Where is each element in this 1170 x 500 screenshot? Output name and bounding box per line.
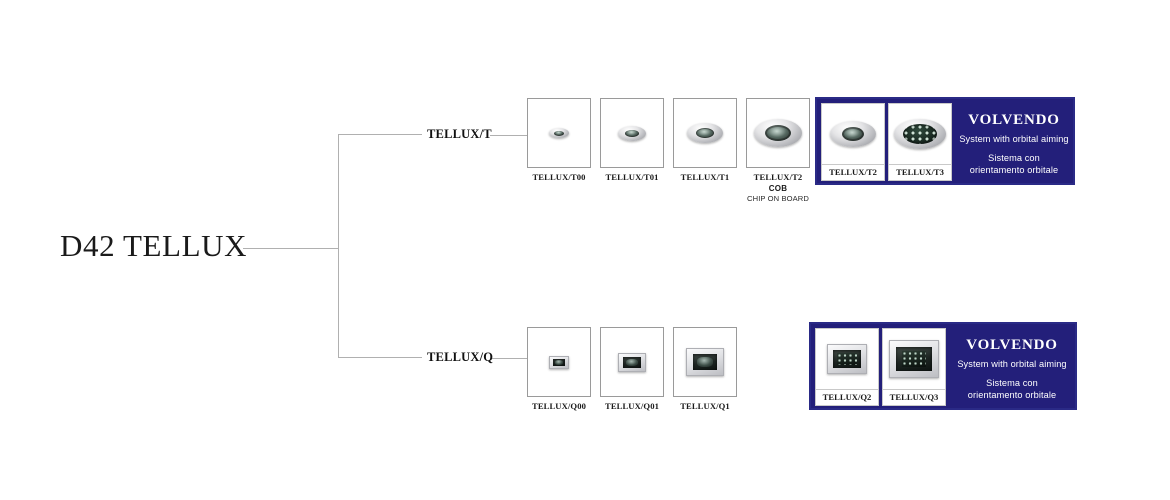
product-code: TELLUX/T2 xyxy=(753,172,803,182)
product-thumbnail-tellux-q00[interactable] xyxy=(527,327,591,397)
product-cell[interactable]: TELLUX/Q01 xyxy=(600,327,664,411)
product-code: TELLUX/Q01 xyxy=(604,401,659,411)
round-led-downlight-icon xyxy=(894,119,946,149)
branch-label-tellux-t: TELLUX/T xyxy=(427,127,492,141)
page-title: D42 TELLUX xyxy=(60,228,248,263)
volvendo-title: VOLVENDO xyxy=(966,337,1058,353)
product-code: TELLUX/Q00 xyxy=(531,401,586,411)
product-thumbnail-tellux-t2[interactable] xyxy=(746,98,810,168)
volvendo-text-block: VOLVENDO System with orbital aiming Sist… xyxy=(949,324,1075,401)
square-downlight-icon xyxy=(549,355,569,369)
square-downlight-icon xyxy=(686,348,724,376)
volvendo-subtitle-it-line1: Sistema con xyxy=(986,378,1038,388)
round-downlight-icon xyxy=(687,123,723,143)
product-thumbnail-tellux-q3-volvendo[interactable] xyxy=(882,328,946,390)
volvendo-subtitle-it-line1: Sistema con xyxy=(988,153,1040,163)
product-cell[interactable]: TELLUX/T1 xyxy=(673,98,737,182)
product-thumbnail-tellux-q1[interactable] xyxy=(673,327,737,397)
square-downlight-icon xyxy=(827,344,867,374)
product-code: TELLUX/T1 xyxy=(680,172,730,182)
product-cell[interactable]: TELLUX/T3 xyxy=(888,103,952,181)
product-code: TELLUX/Q1 xyxy=(680,401,730,411)
connector-branch-bottom xyxy=(338,357,422,358)
product-cell[interactable]: TELLUX/Q3 xyxy=(882,328,946,406)
product-code: TELLUX/T2 xyxy=(821,165,885,181)
product-code: TELLUX/T00 xyxy=(532,172,586,182)
square-downlight-icon xyxy=(889,340,939,378)
round-downlight-icon xyxy=(549,128,569,138)
product-cell[interactable]: TELLUX/Q2 xyxy=(815,328,879,406)
volvendo-thumbnails: TELLUX/T2 TELLUX/T3 xyxy=(817,99,955,181)
connector-branch-top xyxy=(338,134,422,135)
volvendo-panel-bottom[interactable]: TELLUX/Q2 TELLUX/Q3 VOLVENDO System with… xyxy=(809,322,1077,410)
product-thumbnail-tellux-q01[interactable] xyxy=(600,327,664,397)
product-thumbnail-tellux-t1[interactable] xyxy=(673,98,737,168)
volvendo-subtitle-it-line2: orientamento orbitale xyxy=(969,165,1059,175)
product-tag-cob: COB xyxy=(768,184,788,193)
connector-stub-bottom xyxy=(490,358,528,359)
connector-trunk xyxy=(243,248,339,249)
volvendo-text-block: VOLVENDO System with orbital aiming Sist… xyxy=(955,99,1073,176)
product-cell[interactable]: TELLUX/T2 COB CHIP ON BOARD xyxy=(746,98,810,203)
product-cell[interactable]: TELLUX/T01 xyxy=(600,98,664,182)
product-tag-cob-expansion: CHIP ON BOARD xyxy=(747,194,809,203)
product-code: TELLUX/T3 xyxy=(888,165,952,181)
product-thumbnail-tellux-t01[interactable] xyxy=(600,98,664,168)
volvendo-panel-top[interactable]: TELLUX/T2 TELLUX/T3 VOLVENDO System with… xyxy=(815,97,1075,185)
product-thumbnail-tellux-t3-volvendo[interactable] xyxy=(888,103,952,165)
product-code: TELLUX/T01 xyxy=(605,172,659,182)
branch-label-tellux-q: TELLUX/Q xyxy=(427,350,494,364)
product-thumbnail-tellux-q2-volvendo[interactable] xyxy=(815,328,879,390)
round-downlight-icon xyxy=(754,119,802,147)
volvendo-subtitle-it-line2: orientamento orbitale xyxy=(967,390,1057,400)
volvendo-subtitle-it: Sistema con orientamento orbitale xyxy=(949,377,1075,401)
product-thumbnail-tellux-t00[interactable] xyxy=(527,98,591,168)
volvendo-thumbnails: TELLUX/Q2 TELLUX/Q3 xyxy=(811,324,949,406)
product-cell[interactable]: TELLUX/Q1 xyxy=(673,327,737,411)
product-code: TELLUX/Q3 xyxy=(882,390,946,406)
volvendo-subtitle-it: Sistema con orientamento orbitale xyxy=(955,152,1073,176)
product-code: TELLUX/Q2 xyxy=(815,390,879,406)
connector-spine xyxy=(338,134,339,358)
round-downlight-icon xyxy=(618,125,646,141)
square-downlight-icon xyxy=(618,352,646,372)
round-downlight-icon xyxy=(830,121,876,147)
volvendo-title: VOLVENDO xyxy=(968,112,1060,128)
product-cell[interactable]: TELLUX/T2 xyxy=(821,103,885,181)
product-cell[interactable]: TELLUX/T00 xyxy=(527,98,591,182)
connector-stub-top xyxy=(490,135,528,136)
volvendo-subtitle-en: System with orbital aiming xyxy=(957,359,1067,369)
product-thumbnail-tellux-t2-volvendo[interactable] xyxy=(821,103,885,165)
product-cell[interactable]: TELLUX/Q00 xyxy=(527,327,591,411)
volvendo-subtitle-en: System with orbital aiming xyxy=(959,134,1069,144)
